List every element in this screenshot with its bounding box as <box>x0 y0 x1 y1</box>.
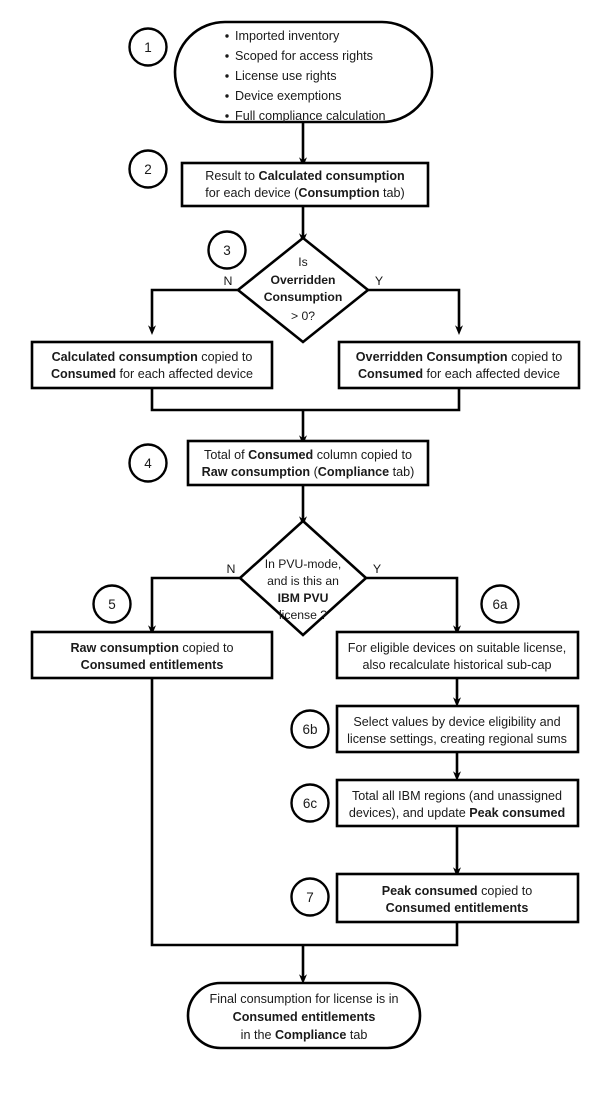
node-start[interactable]: Imported inventory Scoped for access rig… <box>173 20 434 124</box>
step6b-line2: license settings, creating regional sums <box>347 732 567 746</box>
start-bullet-0: Imported inventory <box>235 29 340 43</box>
overridden-copy-shape <box>337 340 581 390</box>
decision2-branch-no-label: N <box>227 562 236 576</box>
overridden-copy-line2: Consumed for each affected device <box>358 367 560 381</box>
step-marker-6c-circle <box>290 783 330 823</box>
step-marker-1-label: 1 <box>144 40 152 55</box>
step-marker-5-label: 5 <box>108 597 116 612</box>
step-marker-4: 4 <box>128 443 168 483</box>
step-marker-6c: 6c <box>290 783 330 823</box>
step-marker-6b-label: 6b <box>302 722 317 737</box>
start-bullet-2: License use rights <box>235 69 337 83</box>
step-marker-5-circle <box>92 584 132 624</box>
step4-line1: Total of Consumed column copied to <box>204 448 412 462</box>
conn-decision1-no <box>148 288 238 335</box>
step5-line2: Consumed entitlements <box>81 658 224 672</box>
step6a-line2: also recalculate historical sub-cap <box>363 658 552 672</box>
step7-line1: Peak consumed copied to <box>382 884 533 898</box>
node-step6a[interactable]: For eligible devices on suitable license… <box>335 630 580 680</box>
step2-line1: Result to Calculated consumption <box>205 169 404 183</box>
step-marker-4-label: 4 <box>144 456 152 471</box>
step5-shape <box>30 630 274 680</box>
step-marker-6c-label: 6c <box>303 796 318 811</box>
node-calculated-copy[interactable]: Calculated consumption copied to Consume… <box>30 340 274 390</box>
step6c-shape <box>335 778 580 828</box>
node-step2[interactable]: Result to Calculated consumption for eac… <box>180 161 430 208</box>
step-marker-4-circle <box>128 443 168 483</box>
start-bullet-dots <box>225 34 229 118</box>
step-marker-5: 5 <box>92 584 132 624</box>
decision1-line1: Is <box>298 255 307 269</box>
step6a-shape <box>335 630 580 680</box>
step-marker-3-label: 3 <box>223 243 231 258</box>
decision1-line4: > 0? <box>291 309 315 323</box>
step-marker-6a: 6a <box>480 584 520 624</box>
step6c-line1: Total all IBM regions (and unassigned <box>352 789 562 803</box>
decision2-branch-yes-label: Y <box>373 562 381 576</box>
node-decision1[interactable]: Is Overridden Consumption > 0? <box>235 236 371 344</box>
step-marker-3: 3 <box>207 230 247 270</box>
step6c-line2: devices), and update Peak consumed <box>349 806 565 820</box>
node-decision2[interactable]: In PVU-mode, and is this an IBM PVU lice… <box>238 519 368 637</box>
calculated-copy-line2: Consumed for each affected device <box>51 367 253 381</box>
conn-decision2-yes <box>366 576 461 635</box>
node-step5[interactable]: Raw consumption copied to Consumed entit… <box>30 630 274 680</box>
calculated-copy-line1: Calculated consumption copied to <box>52 350 253 364</box>
step-marker-2: 2 <box>128 149 168 189</box>
conn-decision2-no <box>148 576 240 635</box>
step-marker-1: 1 <box>128 27 168 67</box>
step6a-line1: For eligible devices on suitable license… <box>348 641 566 655</box>
end-shape <box>186 981 422 1050</box>
end-line2: Consumed entitlements <box>233 1010 376 1024</box>
decision2-line3: IBM PVU <box>278 591 329 605</box>
step-marker-3-circle <box>207 230 247 270</box>
step-marker-6b-circle <box>290 709 330 749</box>
start-bullet-1: Scoped for access rights <box>235 49 373 63</box>
node-step7[interactable]: Peak consumed copied to Consumed entitle… <box>335 872 580 924</box>
start-bullet-3: Device exemptions <box>235 89 341 103</box>
conn-merge-to-step4 <box>150 388 461 412</box>
decision2-line2: and is this an <box>267 574 339 588</box>
step-marker-7: 7 <box>290 877 330 917</box>
step4-line2: Raw consumption (Compliance tab) <box>202 465 415 479</box>
node-step6b[interactable]: Select values by device eligibility and … <box>335 704 580 754</box>
step-marker-1-circle <box>128 27 168 67</box>
step-marker-2-label: 2 <box>144 162 152 177</box>
connectors <box>148 122 463 984</box>
step7-shape <box>335 872 580 924</box>
decision1-branch-yes-label: Y <box>375 274 383 288</box>
step-marker-2-circle <box>128 149 168 189</box>
decision1-branch-no-label: N <box>224 274 233 288</box>
node-step6c[interactable]: Total all IBM regions (and unassigned de… <box>335 778 580 828</box>
step5-line1: Raw consumption copied to <box>70 641 233 655</box>
decision1-line2: Overridden <box>270 273 335 287</box>
end-line1: Final consumption for license is in <box>210 992 399 1006</box>
decision2-shape <box>238 519 368 637</box>
decision2-line1: In PVU-mode, <box>265 557 342 571</box>
node-end[interactable]: Final consumption for license is in Cons… <box>186 981 422 1050</box>
end-line3: in the Compliance tab <box>241 1028 368 1042</box>
step-marker-6b: 6b <box>290 709 330 749</box>
decision1-shape <box>235 236 371 344</box>
step-marker-7-circle <box>290 877 330 917</box>
step-marker-6a-circle <box>480 584 520 624</box>
step2-shape <box>180 161 430 208</box>
step7-line2: Consumed entitlements <box>386 901 529 915</box>
step6b-shape <box>335 704 580 754</box>
conn-decision1-yes <box>368 288 463 335</box>
node-step4[interactable]: Total of Consumed column copied to Raw c… <box>186 439 430 487</box>
overridden-copy-line1: Overridden Consumption copied to <box>356 350 562 364</box>
step6b-line1: Select values by device eligibility and <box>353 715 560 729</box>
start-bullet-4: Full compliance calculation <box>235 109 386 123</box>
node-overridden-copy[interactable]: Overridden Consumption copied to Consume… <box>337 340 581 390</box>
step2-line2: for each device (Consumption tab) <box>205 186 404 200</box>
step4-shape <box>186 439 430 487</box>
decision1-line3: Consumption <box>264 290 343 304</box>
decision2-line4: license ? <box>279 608 327 622</box>
calculated-copy-shape <box>30 340 274 390</box>
conn-step5-down <box>150 678 459 947</box>
step-marker-7-label: 7 <box>306 890 314 905</box>
start-shape <box>173 20 434 124</box>
step-marker-6a-label: 6a <box>492 597 508 612</box>
